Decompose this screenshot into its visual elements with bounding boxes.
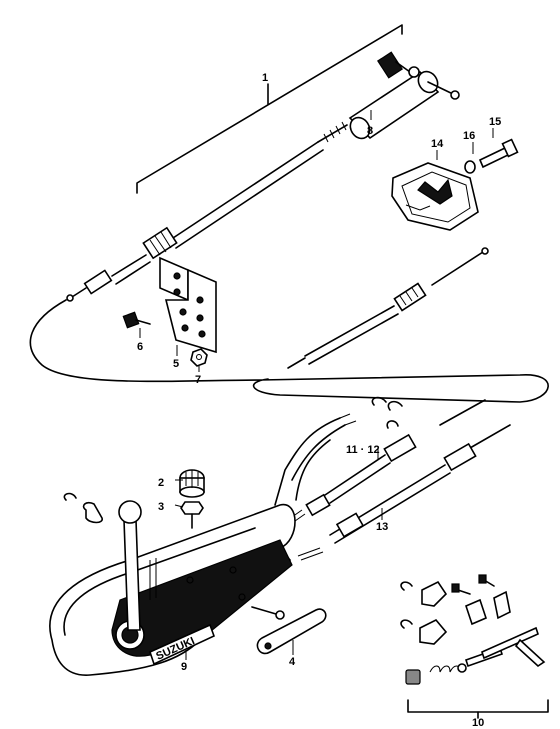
part-15-bolt	[478, 138, 519, 169]
callout-16: 16	[463, 130, 475, 142]
small-clips	[371, 396, 403, 429]
part-3-nut	[180, 501, 204, 529]
callout-5: 5	[173, 358, 179, 370]
callout-11-12: 11 · 12	[346, 444, 380, 456]
leader-lines	[139, 110, 494, 660]
part-4-handle	[251, 606, 327, 655]
wire-harness	[274, 413, 357, 506]
part-8-pin-assembly	[348, 51, 460, 140]
callout-2: 2	[158, 477, 164, 489]
callout-1: 1	[262, 72, 268, 84]
cable-13	[297, 424, 511, 561]
part-5-bracket-plate	[159, 256, 217, 354]
callout-9: 9	[181, 661, 187, 673]
callout-4: 4	[289, 656, 296, 668]
part-10-hardware-kit	[400, 574, 549, 719]
control-cable-upper	[29, 121, 549, 403]
callout-6: 6	[137, 341, 143, 353]
callout-7: 7	[195, 374, 201, 386]
callout-3: 3	[158, 501, 164, 513]
part-6-screw	[122, 311, 151, 329]
part-14-cover	[391, 162, 479, 231]
bracket-part-1	[136, 24, 403, 194]
small-parts-left	[63, 492, 103, 524]
control-cable-middle	[287, 247, 489, 369]
part-16-washer	[464, 160, 476, 174]
callout-14: 14	[431, 138, 444, 150]
part-2-knob	[179, 469, 205, 498]
part-9-control-box: SUZUKI	[49, 500, 296, 676]
callout-15: 15	[489, 116, 501, 128]
callout-13: 13	[376, 521, 388, 533]
callout-8: 8	[367, 125, 373, 137]
callouts: 1 2 3 4 5 6 7 8 9 10 11 · 12 13 14 15 16	[137, 72, 501, 729]
cable-11-12	[291, 399, 486, 522]
callout-10: 10	[472, 717, 484, 729]
part-7-nut	[190, 348, 208, 367]
